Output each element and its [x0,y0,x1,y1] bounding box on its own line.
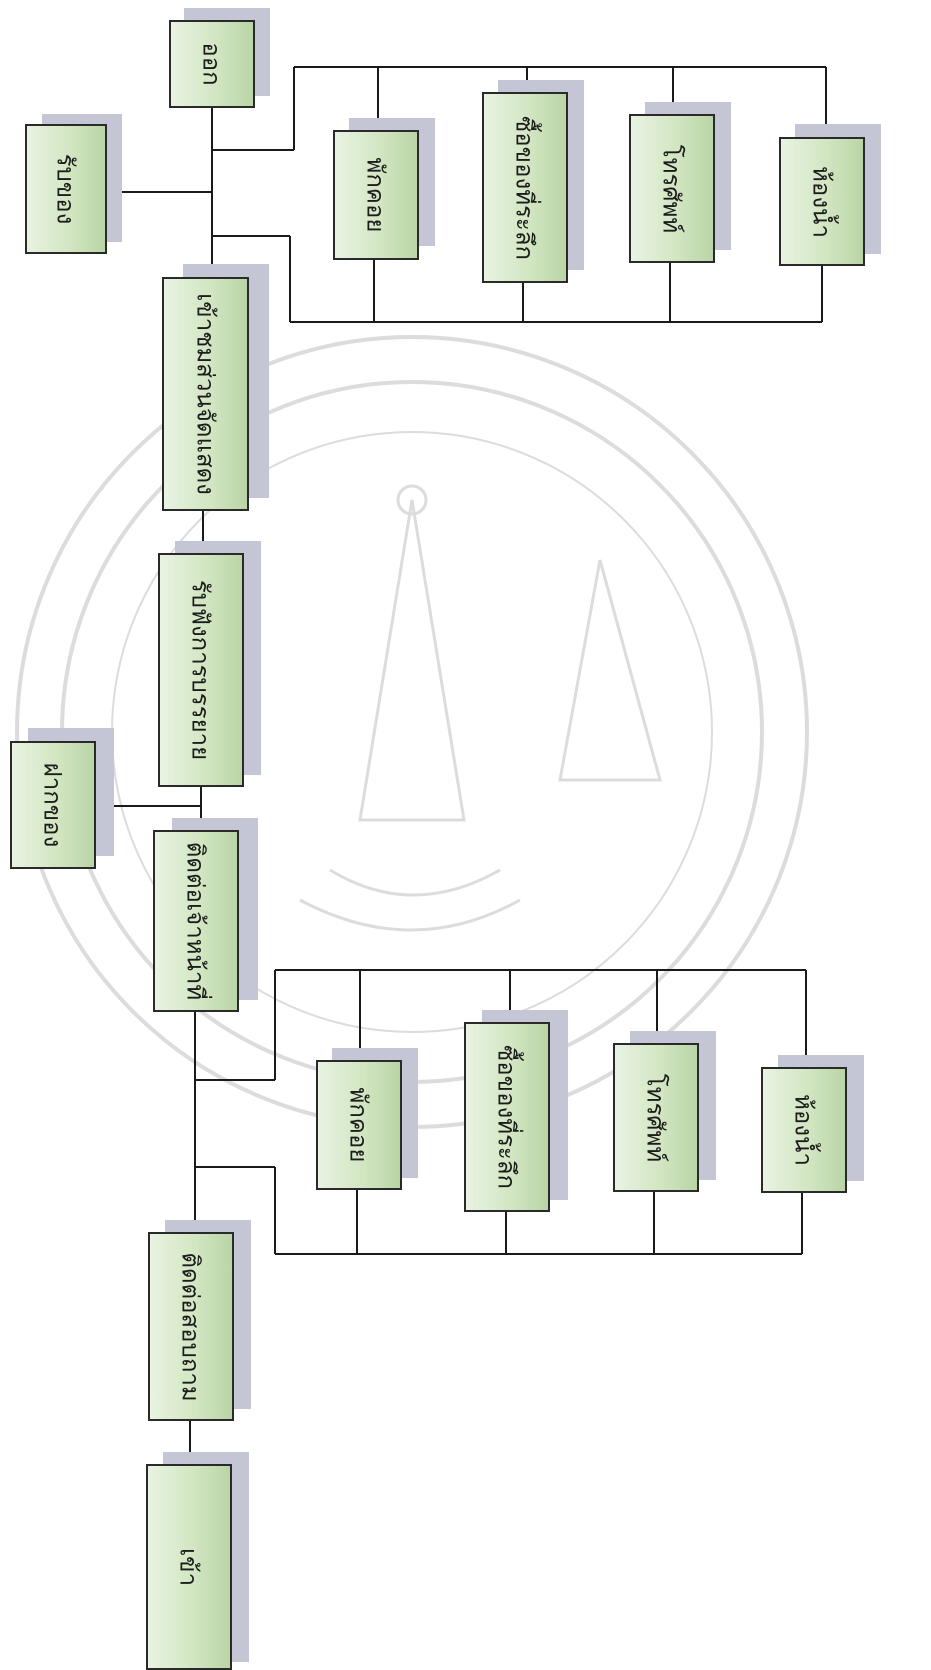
node-label: ออก [197,42,226,86]
node-label: ติดต่อสอบถาม [176,1251,205,1402]
node-toilet-bottom: ห้องน้ำ [761,1067,847,1193]
node-contact-staff: ติดต่อเจ้าหน้าที่ [153,830,239,1012]
node-label: รับฟังการบรรยาย [186,579,215,761]
node-rest-top: พักคอย [333,130,419,260]
node-souvenir-top: ซื้อของที่ระลึก [482,92,568,283]
node-label: เข้าชมส่วนจัดแสดง [191,293,219,495]
node-souvenir-bottom: ซื้อของที่ระลึก [464,1022,550,1212]
node-receive-items: รับของ [25,124,107,254]
node-label: ฝากของ [38,762,67,848]
node-label: พักคอย [361,157,390,233]
node-phone-bottom: โทรศัพท์ [613,1043,699,1192]
node-listen-lecture: รับฟังการบรรยาย [158,553,244,787]
node-deposit-items: ฝากของ [10,741,96,869]
node-phone-top: โทรศัพท์ [629,114,715,263]
node-inquiry: ติดต่อสอบถาม [148,1232,234,1421]
node-label: เข้า [174,1547,203,1587]
node-rest-bottom: พักคอย [316,1060,402,1190]
node-label: รับของ [51,153,80,225]
node-label: โทรศัพท์ [641,1073,670,1162]
node-toilet-top: ห้องน้ำ [779,137,865,266]
node-view-exhibition: เข้าชมส่วนจัดแสดง [162,277,249,511]
node-label: พักคอย [344,1087,373,1163]
node-label: ห้องน้ำ [789,1094,818,1166]
node-label: ซื้อของที่ระลึก [510,115,539,260]
node-label: ติดต่อเจ้าหน้าที่ [181,841,210,1001]
node-enter: เข้า [146,1464,232,1670]
node-label: ห้องน้ำ [807,165,836,238]
node-exit: ออก [169,20,255,108]
node-label: โทรศัพท์ [657,144,686,233]
node-label: ซื้อของที่ระลึก [492,1044,521,1190]
